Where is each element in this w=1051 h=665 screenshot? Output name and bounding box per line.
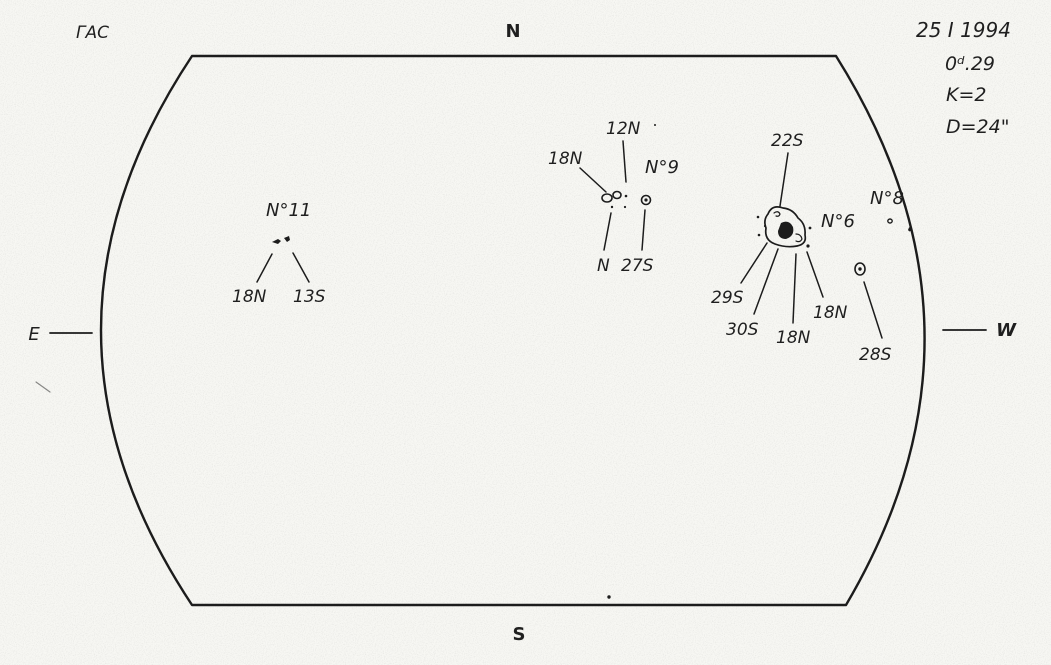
group-9-leader-n [603, 212, 612, 251]
group-6-leader-22s [779, 152, 789, 207]
group-8-spot-28s-umbra [858, 267, 862, 271]
group-6-leader-29s [740, 242, 768, 284]
k-value-label: K=2 [946, 84, 986, 106]
group-6-pore-a [756, 215, 760, 219]
south-label: S [513, 624, 526, 645]
group-9-leader-27s [641, 209, 646, 251]
group-6: 22S N°6 29S 30S 18N 18N [711, 131, 855, 348]
group-6-name: N°6 [821, 211, 855, 232]
observatory-label: ГАС [76, 23, 109, 43]
solar-disk-outline [99, 54, 926, 607]
group-6-label-18n-b: 18N [813, 303, 848, 323]
group-11-name: N°11 [266, 200, 311, 221]
group-11-leader-18n [256, 253, 273, 283]
group-9-pore-c [623, 205, 627, 209]
group-11-leader-13s [292, 252, 310, 283]
group-8-spot-28s [854, 262, 866, 276]
group-8-label-28s: 28S [859, 345, 892, 365]
group-6-pore-d [808, 226, 812, 230]
group-6-label-18n-a: 18N [776, 328, 811, 348]
group-6-pore-e [806, 244, 810, 248]
group-11-label-13s: 13S [293, 287, 326, 307]
stray-dot-bottom [607, 595, 611, 599]
group-6-label-22s: 22S [771, 131, 804, 151]
group-6-leader-18n-b [806, 251, 824, 298]
stray-mark [35, 381, 51, 393]
group-9-pore-b [610, 205, 614, 209]
group-9-pore-a [624, 194, 628, 198]
group-9-leader-18n [579, 167, 607, 193]
east-label: E [28, 324, 40, 345]
group-9-label-12n: 12N [606, 119, 641, 139]
group-6-penumbra [764, 206, 807, 248]
d-value-label: D=24" [946, 116, 1009, 138]
group-9: 12N 18N N°9 N 27S [548, 119, 679, 276]
group-9-label-27s: 27S [621, 256, 654, 276]
group-8-name: N°8 [870, 188, 904, 209]
group-6-leader-30s [753, 248, 779, 315]
group-11-label-18n: 18N [232, 287, 267, 307]
group-6-label-29s: 29S [711, 288, 744, 308]
group-6-pore-c [763, 224, 767, 228]
group-6-label-30s: 30S [726, 320, 759, 340]
date-label: 25 I 1994 [916, 18, 1011, 42]
west-label: W [996, 320, 1017, 341]
group-6-pore-b [757, 233, 761, 237]
group-9-leader-12n [622, 140, 627, 183]
group-6-umbra [778, 221, 794, 239]
group-11-spot-b [284, 236, 290, 242]
group-9-spot-27s [640, 194, 652, 206]
group-8-spot-b [908, 227, 911, 232]
group-6-leader-18n-a [792, 253, 797, 324]
group-9-label-n: N [597, 256, 610, 276]
group-9-name: N°9 [645, 157, 679, 178]
group-11: N°11 18N 13S [232, 200, 326, 307]
group-6-detail-b [795, 233, 803, 243]
group-9-spot-27s-umbra [644, 198, 648, 202]
group-9-spot-b [612, 190, 622, 200]
group-9-label-18n: 18N [548, 149, 583, 169]
north-label: N [505, 21, 520, 42]
group-8-spot-a [887, 218, 893, 224]
group-6-detail-a [773, 211, 781, 217]
group-8-leader-28s [863, 281, 883, 339]
group-8: N°8 28S [854, 188, 911, 365]
stray-dot-top [654, 124, 656, 126]
group-9-spot-a [601, 193, 613, 203]
group-11-spot-a [272, 239, 281, 244]
time-label: 0ᵈ.29 [945, 53, 995, 75]
